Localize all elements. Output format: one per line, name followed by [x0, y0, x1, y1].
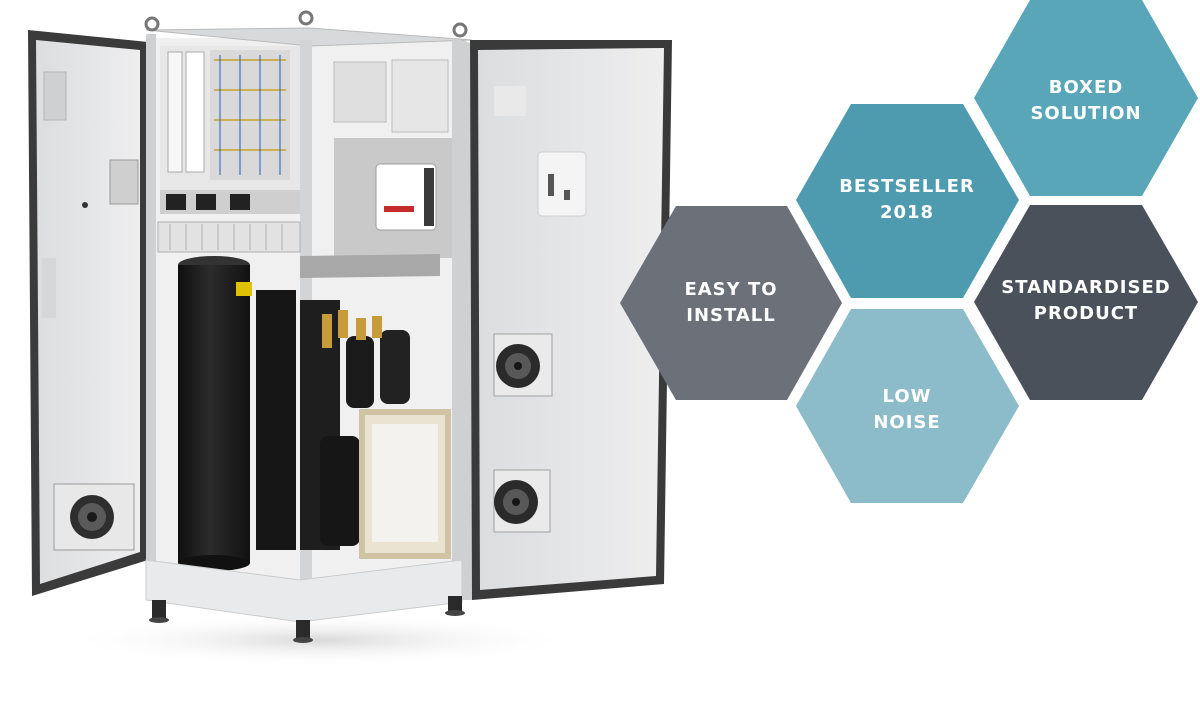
hex-easy-to-install — [620, 206, 842, 400]
cabinet-body — [144, 10, 473, 643]
hex-standardised-product — [974, 205, 1198, 400]
hex-boxed-solution — [974, 0, 1198, 196]
hex-bestseller-2018 — [796, 104, 1019, 298]
buffer-tank — [178, 256, 252, 571]
hex-low-noise — [796, 309, 1019, 503]
compressors — [320, 330, 410, 546]
right-door — [470, 40, 672, 600]
fan-icon — [493, 469, 551, 533]
heat-pump-cabinet-photo — [28, 10, 672, 666]
fan-icon — [493, 333, 553, 397]
fan-icon — [53, 483, 135, 551]
left-door — [28, 30, 148, 596]
